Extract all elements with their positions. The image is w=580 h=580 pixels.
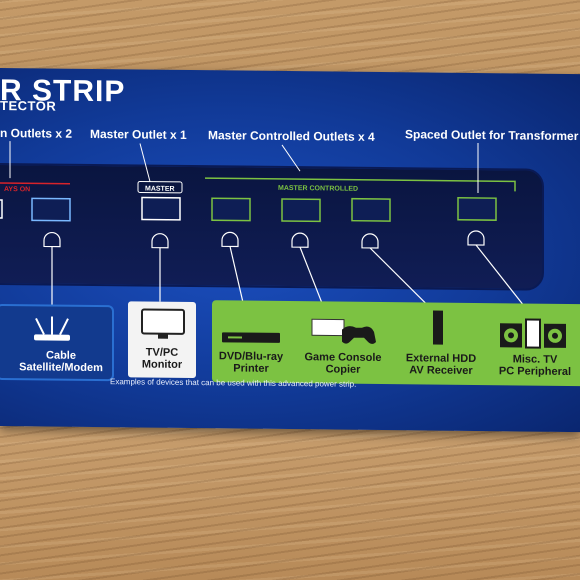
game-console-icon (311, 318, 376, 344)
master-controlled-tag: MASTER CONTROLLED (278, 185, 358, 193)
product-box: R STRIP TECTOR n Outlets x 2 Master Outl… (0, 68, 580, 433)
master-tag: MASTER (145, 186, 175, 193)
power-strip-diagram: AYS ON MASTER MASTER CONTROLLED (0, 141, 531, 333)
monitor-icon (141, 308, 185, 339)
dvd-player-icon (222, 332, 280, 343)
hdd-tower-icon (433, 310, 443, 345)
speakers-icon (500, 318, 566, 349)
router-icon (34, 316, 70, 341)
always-on-tag: AYS ON (4, 186, 30, 193)
